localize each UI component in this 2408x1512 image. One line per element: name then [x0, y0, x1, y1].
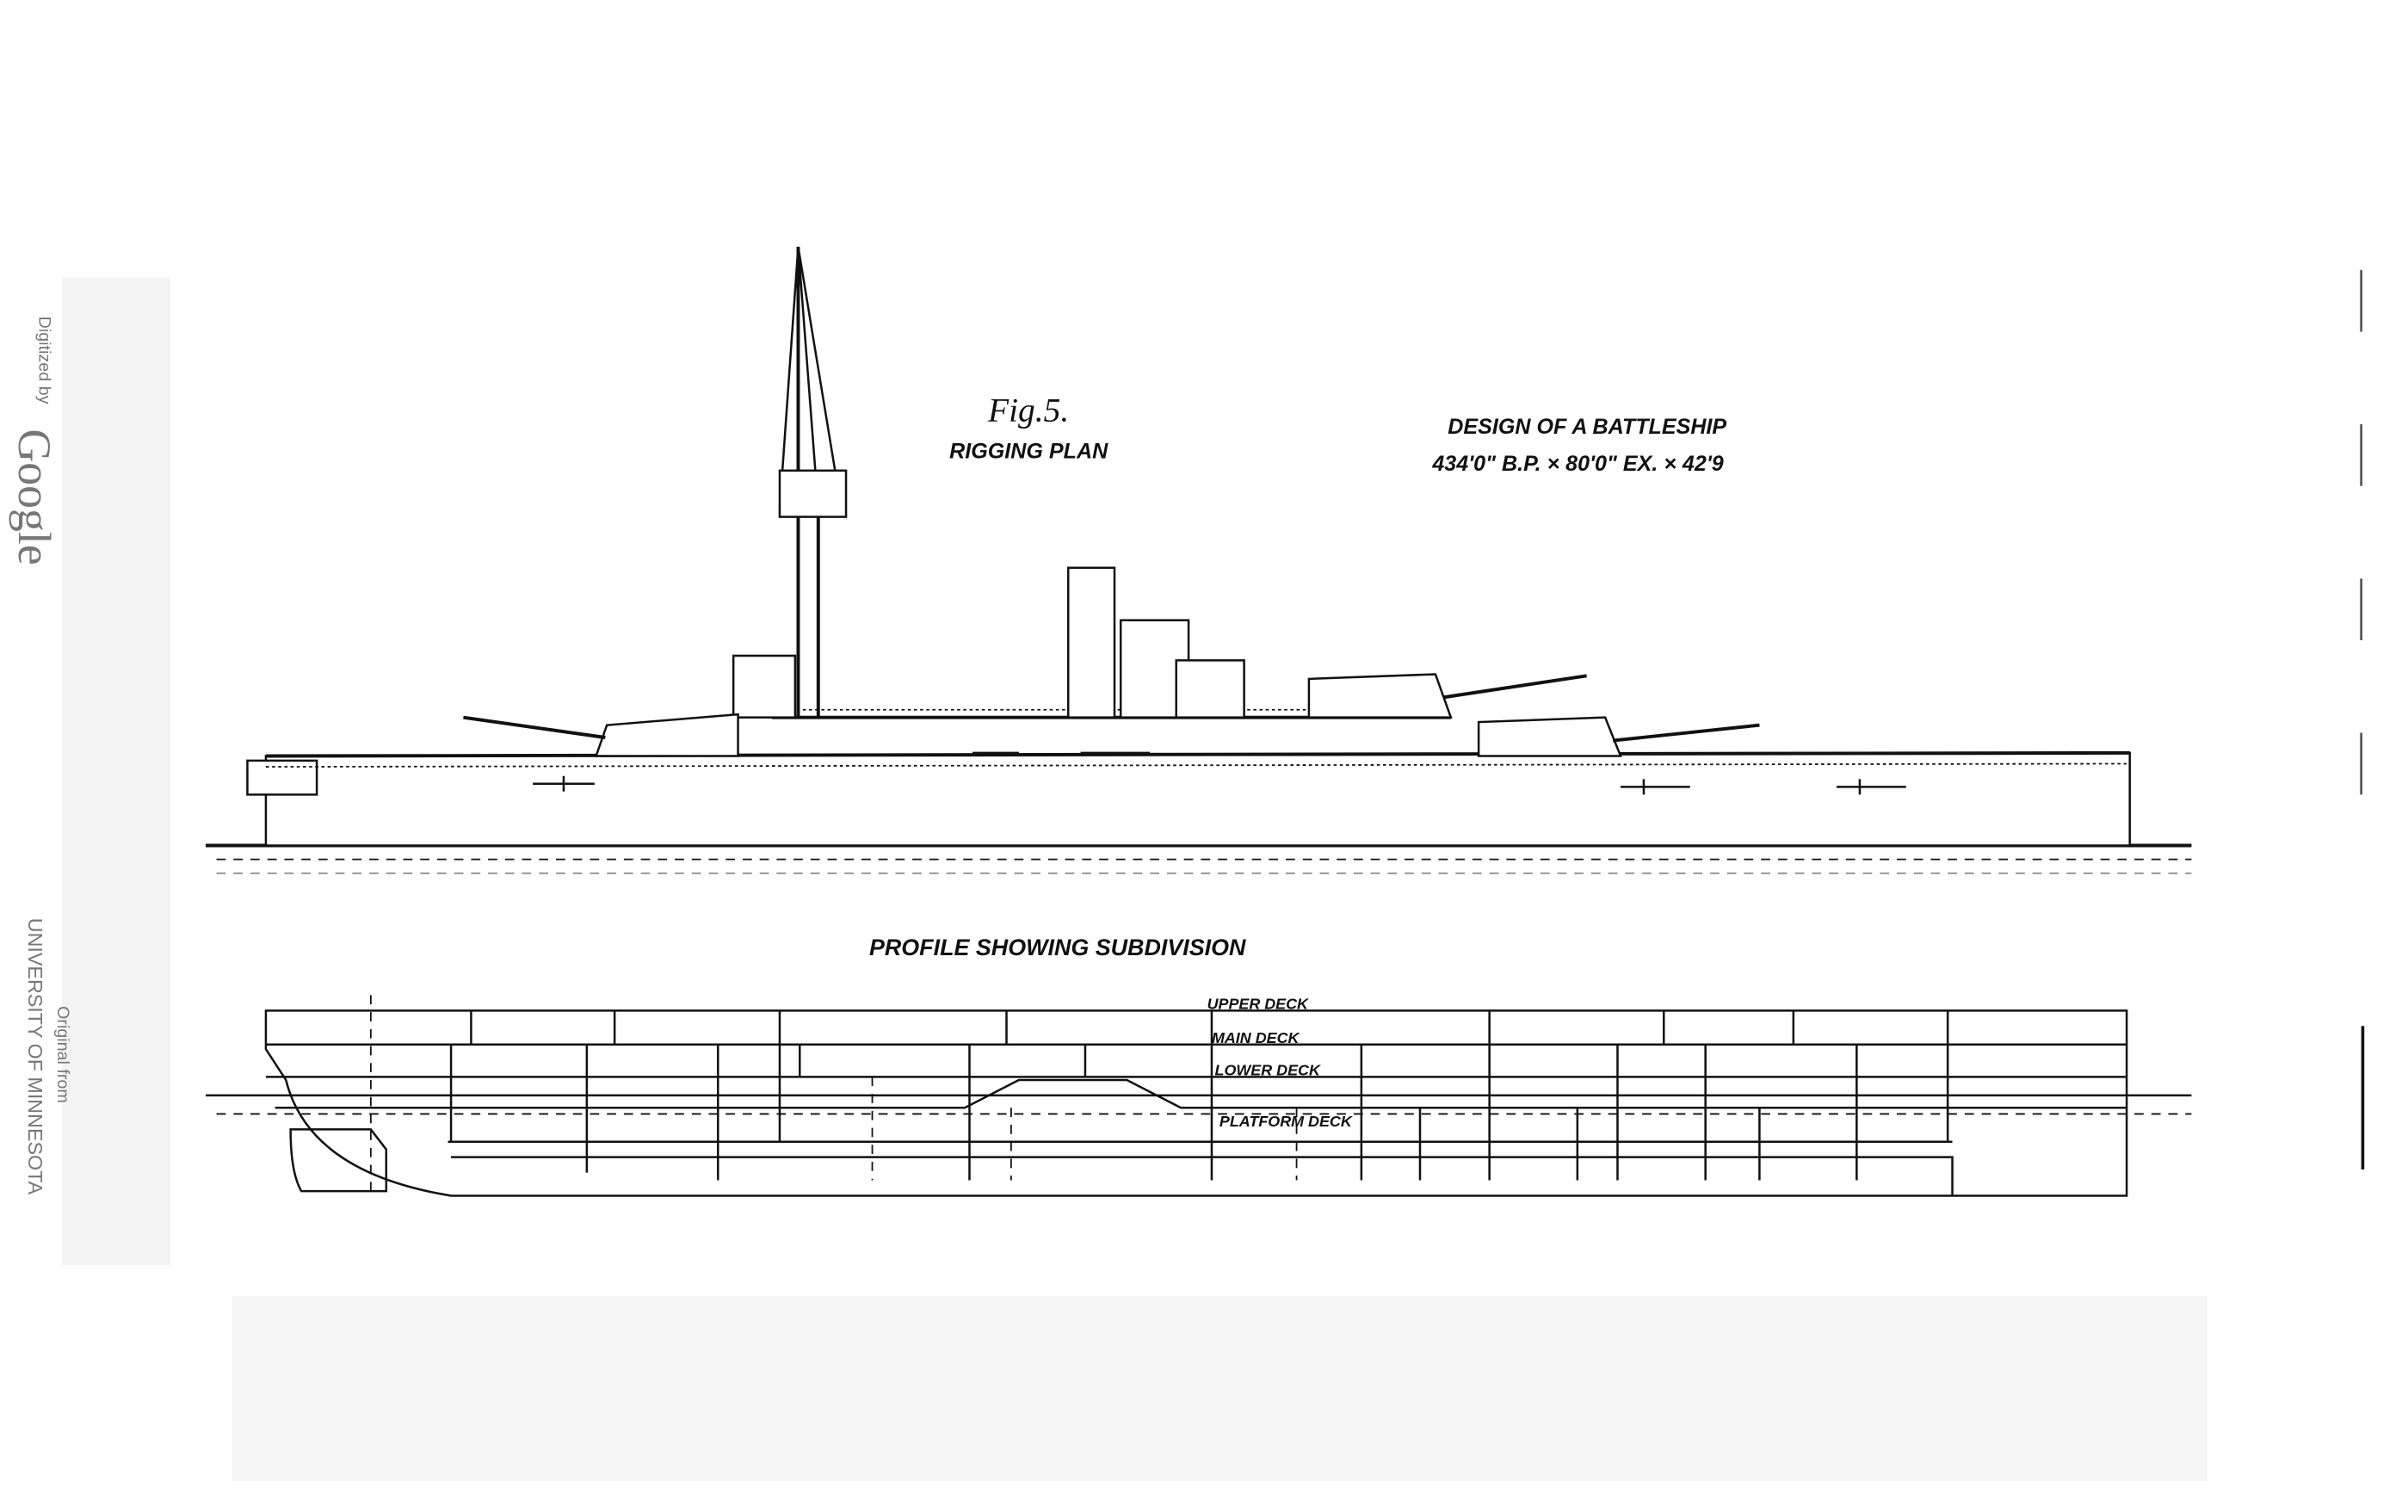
scan-shadow [62, 277, 170, 1266]
platform-deck-label: PLATFORM DECK [1219, 1113, 1354, 1130]
university-text: UNIVERSITY OF MINNESOTA [24, 918, 46, 1195]
google-watermark: Digitized by Google Original from UNIVER… [9, 317, 72, 1195]
main-deck-label: MAIN DECK [1212, 1029, 1301, 1046]
scan-shadow-bottom [232, 1296, 2207, 1482]
upper-deck-label: UPPER DECK [1207, 996, 1310, 1013]
rigging-plan-drawing [206, 246, 2192, 874]
google-logo: Google [9, 429, 60, 565]
rigging-plan-title: RIGGING PLAN [949, 439, 1108, 463]
subdivision-drawing [206, 995, 2192, 1197]
design-title: DESIGN OF A BATTLESHIP [1448, 415, 1726, 439]
lower-deck-label: LOWER DECK [1215, 1062, 1322, 1079]
profile-title: PROFILE SHOWING SUBDIVISION [869, 935, 1246, 960]
digitized-by-text: Digitized by [34, 317, 53, 404]
figure-number: Fig.5. [987, 391, 1069, 429]
original-from-text: Original from [53, 1006, 72, 1103]
design-dimensions: 434'0" B.P. × 80'0" EX. × 42'9 [1431, 452, 1723, 476]
